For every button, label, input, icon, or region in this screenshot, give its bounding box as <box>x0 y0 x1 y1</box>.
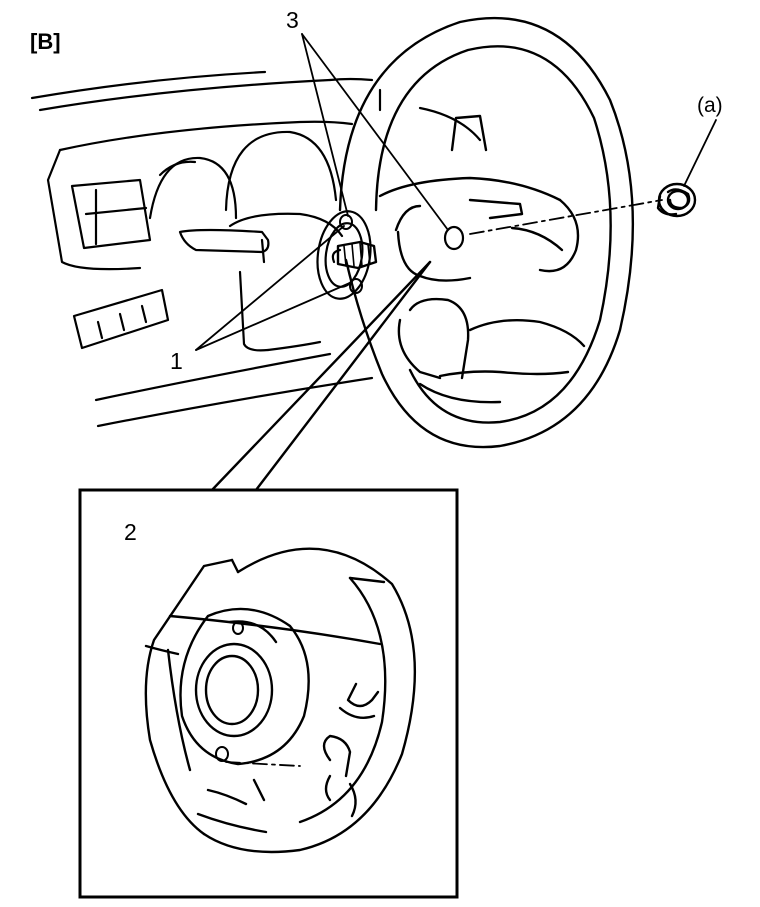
bolt-holes-inset <box>215 621 244 762</box>
callout-3: 3 <box>286 7 299 33</box>
steering-column-hub <box>316 210 378 300</box>
zoom-pointer <box>210 260 432 492</box>
callout-a: (a) <box>697 94 723 117</box>
detail-inset-wheel-back <box>144 547 417 854</box>
dashboard <box>30 70 482 428</box>
alignment-line <box>469 199 663 235</box>
callout-2: 2 <box>124 519 137 545</box>
callout-1: 1 <box>170 348 183 374</box>
steering-wheel <box>338 16 635 449</box>
puller-tool-icon <box>656 182 697 218</box>
detail-inset-alignment-line <box>225 761 301 767</box>
wheel-bolt-hole <box>443 225 465 251</box>
bolt-holes-column <box>339 214 363 294</box>
detail-inset-frame <box>78 488 459 899</box>
view-label: [B] <box>30 29 61 54</box>
